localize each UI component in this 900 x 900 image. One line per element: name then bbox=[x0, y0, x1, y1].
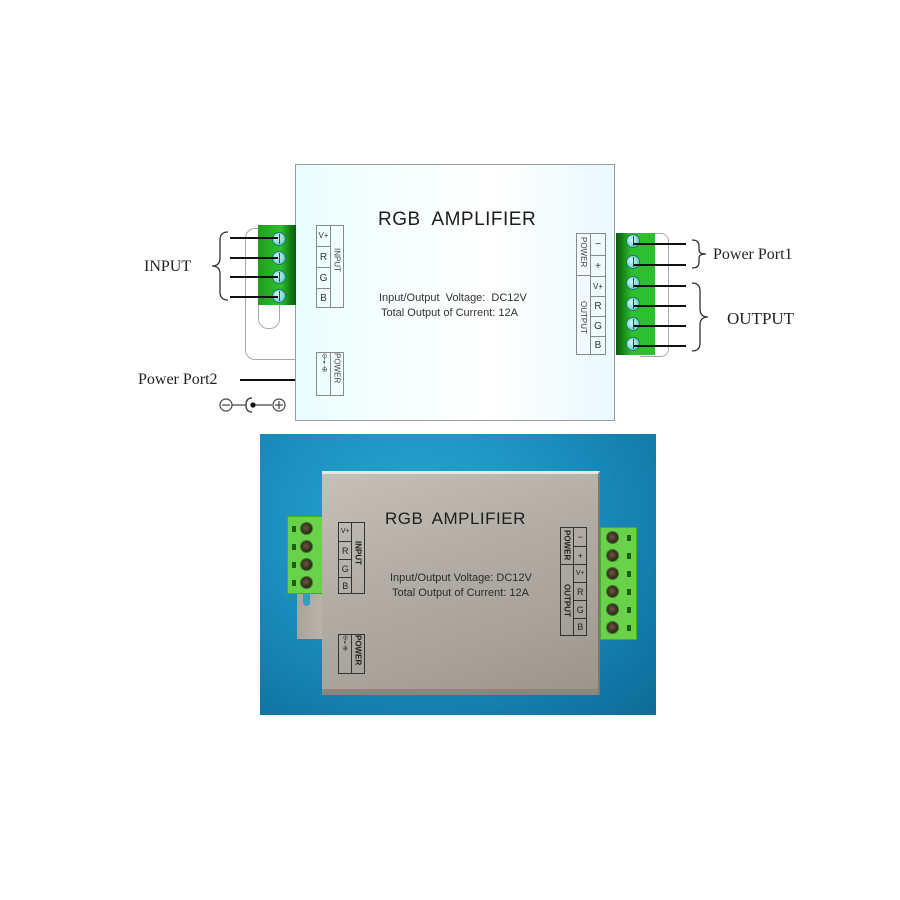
photo-output-slot-4 bbox=[627, 589, 631, 595]
power-port2-wire bbox=[240, 379, 295, 381]
input-callout-label: INPUT bbox=[144, 258, 192, 275]
photo-output-slot-5 bbox=[627, 607, 631, 613]
output-cell-minus: − bbox=[595, 239, 601, 250]
input-cell-g: G bbox=[317, 267, 330, 288]
input-label-panel: V+ R G B INPUT bbox=[316, 225, 344, 308]
output-brace-icon bbox=[691, 282, 709, 352]
output-screw-3 bbox=[626, 276, 640, 290]
power-port1-callout-label: Power Port1 bbox=[713, 246, 793, 263]
photo-output-cell-vplus: V+ bbox=[574, 564, 586, 582]
photo-output-cell-b: B bbox=[574, 618, 586, 635]
photo-output-screw-5 bbox=[606, 603, 619, 616]
photo-output-screw-2 bbox=[606, 549, 619, 562]
input-cell-r: R bbox=[317, 246, 330, 267]
photo-input-screw-1 bbox=[300, 522, 313, 535]
output-cell-plus: + bbox=[591, 255, 605, 276]
photo-input-cell-r: R bbox=[339, 541, 352, 559]
input-panel-header: INPUT bbox=[332, 248, 342, 272]
output-cell-vplus: V+ bbox=[591, 276, 605, 296]
photo-output-slot-6 bbox=[627, 625, 631, 631]
input-wire-3 bbox=[230, 276, 278, 278]
photo-output-power-header: POWER bbox=[562, 530, 572, 561]
photo-input-screw-4 bbox=[300, 576, 313, 589]
photo-output-slot-3 bbox=[627, 571, 631, 577]
photo-output-cell-r: R bbox=[574, 582, 586, 600]
photo-input-label-panel: V+ R G B INPUT bbox=[338, 522, 365, 594]
voltage-spec: Input/Output Voltage: DC12V bbox=[379, 292, 527, 304]
photo-output-cell-plus: + bbox=[574, 546, 586, 564]
output-wire-4 bbox=[634, 305, 686, 307]
output-terminal-block bbox=[616, 233, 655, 355]
photo-output-screw-6 bbox=[606, 621, 619, 634]
input-wire-2 bbox=[230, 257, 278, 259]
output-screw-4 bbox=[626, 297, 640, 311]
output-power-header: POWER bbox=[579, 237, 589, 268]
amplifier-box-outline bbox=[295, 164, 615, 421]
photo-output-terminal bbox=[600, 527, 637, 640]
photo-input-cell-g: G bbox=[339, 559, 352, 577]
input-wire-1 bbox=[230, 237, 278, 239]
photo-output-slot-1 bbox=[627, 535, 631, 541]
photo-output-cell-minus: − bbox=[577, 532, 583, 542]
input-cell-b: B bbox=[317, 288, 330, 308]
photo-input-panel-header: INPUT bbox=[353, 541, 363, 565]
power-port1-brace-icon bbox=[691, 239, 707, 269]
photo-output-screw-1 bbox=[606, 531, 619, 544]
input-cell-vplus: V+ bbox=[318, 231, 329, 240]
input-brace-icon bbox=[211, 231, 229, 301]
output-label-panel: POWER OUTPUT − + V+ R G B bbox=[576, 233, 606, 355]
photo-output-slot-2 bbox=[627, 553, 631, 559]
output-cell-g: G bbox=[591, 316, 605, 336]
photo-power-jack-symbol: ⊖-◖-⊕ bbox=[341, 635, 348, 651]
input-wire-4 bbox=[230, 296, 278, 298]
output-screw-1 bbox=[626, 234, 640, 248]
flange-slot bbox=[303, 586, 310, 606]
power-label-panel-left: ⊖-◖-⊕ POWER bbox=[316, 352, 344, 396]
photo-output-screw-4 bbox=[606, 585, 619, 598]
photo-output-label-panel: POWER OUTPUT − + V+ R G B bbox=[560, 527, 587, 636]
photo-device-title: RGB AMPLIFIER bbox=[385, 509, 526, 528]
output-wire-6 bbox=[634, 345, 686, 347]
photo-output-screw-3 bbox=[606, 567, 619, 580]
photo-input-slot-2 bbox=[292, 544, 296, 550]
photo-input-slot-3 bbox=[292, 562, 296, 568]
output-wire-1 bbox=[634, 243, 686, 245]
mounting-slot bbox=[258, 302, 280, 329]
photo-input-screw-3 bbox=[300, 558, 313, 571]
photo-output-cell-g: G bbox=[574, 600, 586, 618]
product-photo: RGB AMPLIFIER Input/Output Voltage: DC12… bbox=[260, 434, 656, 715]
diagram-title: RGB AMPLIFIER bbox=[378, 209, 537, 230]
photo-current-spec: Total Output of Current: 12A bbox=[392, 587, 529, 599]
power-panel-header: POWER bbox=[332, 353, 342, 384]
dc-jack-polarity-icon bbox=[219, 397, 286, 413]
output-screw-5 bbox=[626, 317, 640, 331]
photo-input-cell-b: B bbox=[339, 577, 352, 593]
photo-input-slot-4 bbox=[292, 580, 296, 586]
power-jack-symbol-small: ⊖-◖-⊕ bbox=[320, 353, 328, 372]
photo-voltage-spec: Input/Output Voltage: DC12V bbox=[390, 572, 532, 584]
output-cell-b: B bbox=[591, 336, 605, 354]
housing-shadow-edge bbox=[322, 689, 598, 695]
photo-power-panel-header: POWER bbox=[353, 635, 363, 666]
output-screw-6 bbox=[626, 337, 640, 351]
amplifier-housing bbox=[322, 471, 600, 695]
input-screw-1 bbox=[272, 232, 286, 246]
output-wire-3 bbox=[634, 285, 686, 287]
output-wire-2 bbox=[634, 264, 686, 266]
output-wire-5 bbox=[634, 325, 686, 327]
output-screw-2 bbox=[626, 255, 640, 269]
photo-input-screw-2 bbox=[300, 540, 313, 553]
photo-output-panel-header: OUTPUT bbox=[562, 584, 572, 617]
current-spec: Total Output of Current: 12A bbox=[381, 307, 518, 319]
photo-power-label-panel-left: ⊖-◖-⊕ POWER bbox=[338, 634, 365, 674]
power-port2-callout-label: Power Port2 bbox=[138, 371, 218, 388]
output-callout-label: OUTPUT bbox=[727, 309, 795, 328]
photo-input-cell-vplus: V+ bbox=[340, 528, 350, 535]
output-cell-r: R bbox=[591, 296, 605, 316]
photo-input-slot-1 bbox=[292, 526, 296, 532]
output-panel-header: OUTPUT bbox=[579, 301, 589, 334]
